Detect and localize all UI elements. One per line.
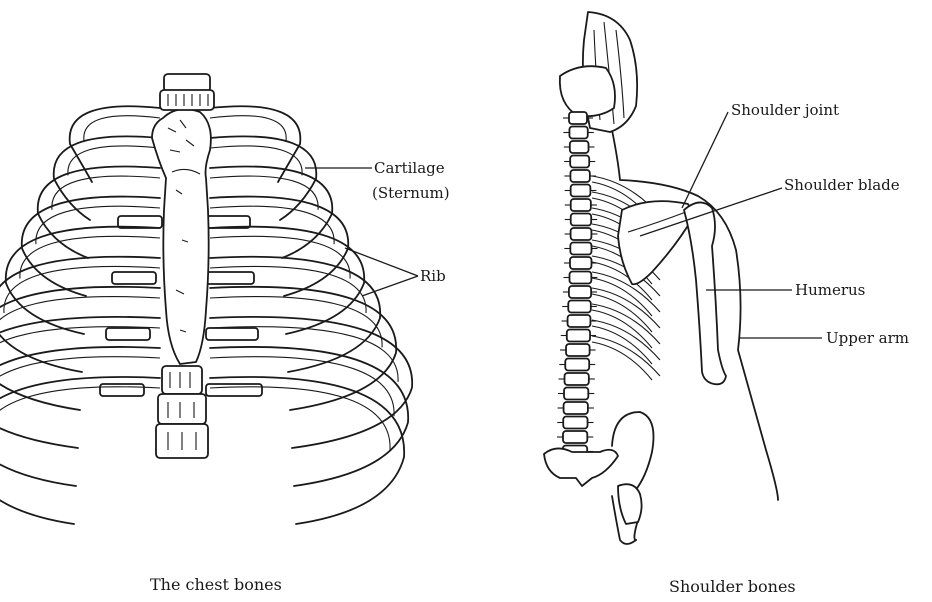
vertebra xyxy=(567,330,590,342)
label-shoulder-blade: Shoulder blade xyxy=(784,176,900,194)
manubrium-top xyxy=(160,74,214,110)
shoulder-joint-leader xyxy=(682,112,728,208)
rib-left xyxy=(0,377,160,524)
body-outline xyxy=(612,130,778,500)
sternum xyxy=(152,109,211,364)
vertebra xyxy=(569,286,591,298)
vertebra xyxy=(569,112,587,124)
vertebra xyxy=(564,388,588,400)
vertebra xyxy=(570,141,589,153)
costal-cartilage xyxy=(206,384,262,396)
vertebra xyxy=(565,359,589,371)
vertebra xyxy=(570,170,589,182)
pelvis xyxy=(544,412,654,540)
costal-cartilage xyxy=(206,272,254,284)
rib-right-inner xyxy=(210,176,318,210)
caption-shoulder-bones: Shoulder bones xyxy=(669,577,796,596)
vertebra xyxy=(571,214,591,226)
rib-left-inner xyxy=(68,146,160,176)
rib-left-inner xyxy=(52,176,160,210)
caption-chest-bones: The chest bones xyxy=(150,575,282,594)
rib-right-inner xyxy=(210,146,302,176)
rib-left xyxy=(70,106,160,182)
vertebra xyxy=(568,315,591,327)
shoulder-bones-diagram: Shoulder joint Shoulder blade Humerus Up… xyxy=(544,12,909,596)
rib-leader-1 xyxy=(345,248,418,276)
vertebra xyxy=(571,199,591,211)
vertebra xyxy=(563,417,587,429)
vertebra xyxy=(570,156,589,168)
vertebra xyxy=(571,228,592,240)
label-upper-arm: Upper arm xyxy=(826,329,909,347)
vertebra xyxy=(564,402,588,414)
vertebra xyxy=(566,344,590,356)
vertebra xyxy=(563,431,587,443)
label-sternum: (Sternum) xyxy=(372,184,450,202)
vertebra xyxy=(570,243,591,255)
rib-right xyxy=(210,377,404,524)
label-rib: Rib xyxy=(420,267,446,285)
thoracic-vertebrae xyxy=(156,366,208,458)
label-shoulder-joint: Shoulder joint xyxy=(731,101,839,119)
vertebra xyxy=(569,127,587,139)
vertebra xyxy=(565,373,589,385)
label-cartilage: Cartilage xyxy=(374,159,445,177)
chest-bones-diagram: Cartilage (Sternum) Rib The chest bones xyxy=(0,74,450,594)
spine xyxy=(557,112,598,458)
vertebra xyxy=(568,301,591,313)
costal-cartilage xyxy=(106,328,150,340)
vertebra xyxy=(570,272,592,284)
vertebra xyxy=(571,185,591,197)
costal-cartilage xyxy=(206,328,258,340)
costal-cartilage xyxy=(112,272,156,284)
rib-right xyxy=(210,166,332,258)
vertebra xyxy=(570,257,592,269)
label-humerus: Humerus xyxy=(795,281,865,299)
rib-left xyxy=(38,166,160,258)
costal-cartilage xyxy=(100,384,144,396)
rib-left xyxy=(0,347,160,486)
humerus-bone xyxy=(684,202,726,384)
rib-right xyxy=(210,106,300,182)
